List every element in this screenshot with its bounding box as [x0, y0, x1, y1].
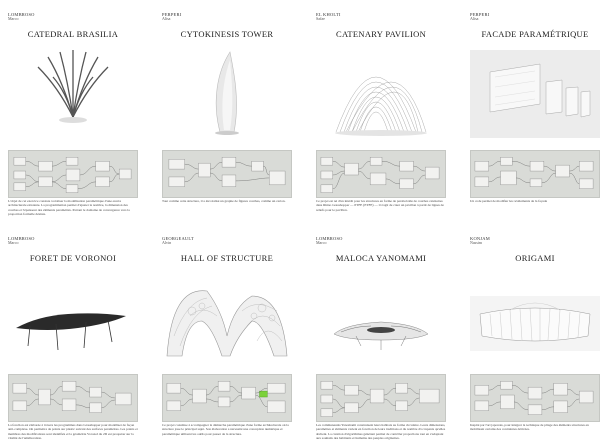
- project-render: [470, 42, 600, 142]
- project-render: [470, 266, 600, 366]
- author-name: GEORGEAULT: [162, 236, 194, 241]
- project-title: CYTOKINESIS TOWER: [180, 29, 274, 39]
- author-name: PERPERI: [470, 12, 490, 17]
- project-title: MALOCA YANOMAMI: [335, 253, 427, 263]
- author-name: PERPERI: [162, 12, 182, 17]
- author-name: KONJAM: [470, 236, 490, 241]
- project-description: Tout comme cette structure, il a été réa…: [162, 199, 286, 203]
- grasshopper-graph: [470, 374, 600, 422]
- project-render: [316, 42, 446, 142]
- project-render: [316, 266, 446, 366]
- author-firstname: Safae: [316, 16, 325, 21]
- grasshopper-graph: [8, 374, 138, 422]
- grasshopper-graph: [316, 374, 446, 422]
- author-firstname: Marco: [8, 16, 19, 21]
- project-render: [8, 42, 138, 142]
- grasshopper-graph: [316, 150, 446, 198]
- grasshopper-graph: [8, 150, 138, 198]
- author-name: LOMBROSO: [8, 12, 35, 17]
- grasshopper-graph: [470, 150, 600, 198]
- author-firstname: Marco: [316, 240, 327, 245]
- project-render: [162, 42, 292, 142]
- project-title: FACADE PARAMÉTRIQUE: [481, 29, 589, 39]
- project-card: PERPERI Alisa CYTOKINESIS TOWER Tout com…: [162, 12, 292, 212]
- project-description: L'objet de cet exercice consiste à réali…: [8, 199, 130, 216]
- project-render: [162, 266, 292, 366]
- author-name: LOMBROSO: [316, 236, 343, 241]
- author-firstname: Nassim: [470, 240, 482, 245]
- project-card: LOMBROSO Marco FORET DE VORONOI: [8, 236, 138, 440]
- project-description: Inspiré par l'art japonais, pour intégre…: [470, 423, 589, 432]
- project-title: ORIGAMI: [515, 253, 555, 263]
- grasshopper-graph: [162, 150, 292, 198]
- project-title: CATENARY PAVILION: [335, 29, 427, 39]
- project-description: Les communautés Yanomami construisent le…: [316, 423, 446, 440]
- project-description: Ce projet est né d'un intérêt pour les s…: [316, 199, 444, 212]
- project-description: Un code permet de modifier les revêtemen…: [470, 199, 548, 203]
- project-title: FORET DE VORONOI: [29, 253, 117, 263]
- project-card: PERPERI Alisa FACADE PARAMÉTRIQUE: [470, 12, 600, 212]
- author-name: LOMBROSO: [8, 236, 35, 241]
- author-firstname: Alisa: [470, 16, 479, 21]
- author-firstname: Alvin: [162, 240, 172, 245]
- project-title: HALL OF STRUCTURE: [180, 253, 274, 263]
- project-render: [8, 266, 138, 366]
- author-firstname: Marco: [8, 240, 19, 245]
- project-card: LOMBROSO Marco CATEDRAL BRASILIA: [8, 12, 138, 216]
- project-card: EL KHOLTI Safae CATENARY PAVILION: [316, 12, 446, 212]
- project-title: CATEDRAL BRASILIA: [27, 29, 119, 39]
- project-card: GEORGEAULT Alvin HALL OF STRUCTURE: [162, 236, 292, 436]
- grasshopper-graph: [162, 374, 292, 422]
- project-description: Ce projet constitue à accompagner la dém…: [162, 423, 289, 436]
- author-firstname: Alisa: [162, 16, 171, 21]
- project-description: La fonction est élaborée à travers les p…: [8, 423, 138, 440]
- project-card: KONJAM Nassim ORIGAMI: [470, 236, 600, 436]
- project-card: LOMBROSO Marco MALOCA YANOMAMI: [316, 236, 446, 440]
- author-name: EL KHOLTI: [316, 12, 341, 17]
